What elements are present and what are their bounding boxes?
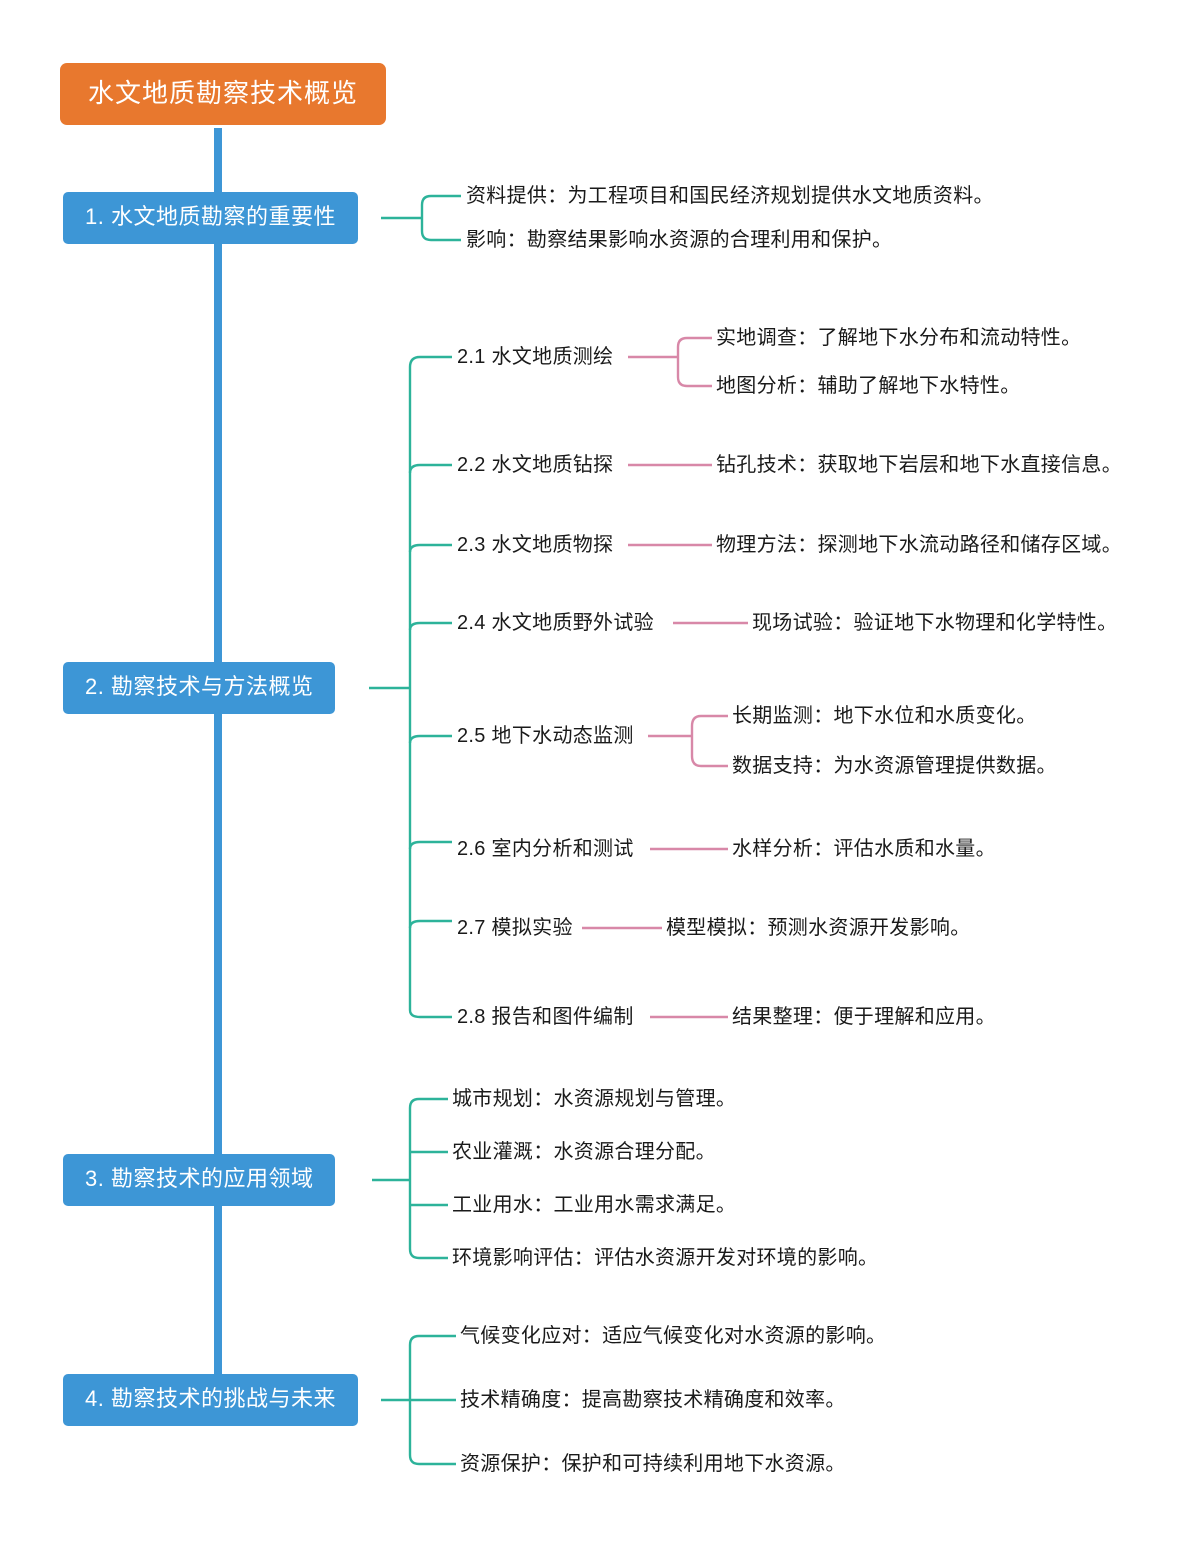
leaf-node-2-1-1[interactable]: 实地调查：了解地下水分布和流动特性。 [716,328,1081,348]
leaf-node-2-1-2-label: 地图分析：辅助了解地下水特性。 [716,375,1021,397]
leaf-node-2-5-1[interactable]: 长期监测：地下水位和水质变化。 [732,706,1037,726]
subnode-2-7-label: 2.7 模拟实验 [457,917,573,939]
subnode-2-8[interactable]: 2.8 报告和图件编制 [457,1007,634,1027]
leaf-node-2-5-2[interactable]: 数据支持：为水资源管理提供数据。 [732,756,1057,776]
leaf-node-2-4-1[interactable]: 现场试验：验证地下水物理和化学特性。 [752,613,1117,633]
leaf-node-2-8-1[interactable]: 结果整理：便于理解和应用。 [732,1007,996,1027]
subnode-2-4[interactable]: 2.4 水文地质野外试验 [457,613,654,633]
leaf-node-3-3[interactable]: 工业用水：工业用水需求满足。 [452,1195,736,1215]
leaf-node-2-8-1-label: 结果整理：便于理解和应用。 [732,1006,996,1028]
root-node[interactable]: 水文地质勘察技术概览 [60,63,387,125]
leaf-node-4-1-label: 气候变化应对：适应气候变化对水资源的影响。 [460,1325,887,1347]
subnode-2-6-label: 2.6 室内分析和测试 [457,838,634,860]
leaf-node-4-2-label: 技术精确度：提高勘察技术精确度和效率。 [460,1389,846,1411]
leaf-node-2-6-1[interactable]: 水样分析：评估水质和水量。 [732,839,996,859]
leaf-node-2-5-2-label: 数据支持：为水资源管理提供数据。 [732,755,1057,777]
leaf-node-2-4-1-label: 现场试验：验证地下水物理和化学特性。 [752,612,1118,634]
subnode-2-3[interactable]: 2.3 水文地质物探 [457,535,613,555]
leaf-node-3-2-label: 农业灌溉：水资源合理分配。 [452,1141,716,1163]
leaf-node-2-2-1[interactable]: 钻孔技术：获取地下岩层和地下水直接信息。 [716,455,1122,475]
leaf-node-2-7-1[interactable]: 模型模拟：预测水资源开发影响。 [666,918,971,938]
leaf-node-2-5-1-label: 长期监测：地下水位和水质变化。 [732,705,1037,727]
leaf-node-4-1[interactable]: 气候变化应对：适应气候变化对水资源的影响。 [460,1326,886,1346]
subnode-2-4-label: 2.4 水文地质野外试验 [457,612,654,634]
subnode-2-2[interactable]: 2.2 水文地质钻探 [457,455,613,475]
subnode-2-1[interactable]: 2.1 水文地质测绘 [457,347,613,367]
branch-node-3[interactable]: 3. 勘察技术的应用领域 [63,1154,336,1206]
leaf-node-1-2-label: 影响：勘察结果影响水资源的合理利用和保护。 [466,229,893,251]
branch-node-3-label: 3. 勘察技术的应用领域 [85,1166,314,1191]
branch-node-4[interactable]: 4. 勘察技术的挑战与未来 [63,1374,358,1426]
subnode-2-1-label: 2.1 水文地质测绘 [457,346,614,368]
branch-node-1[interactable]: 1. 水文地质勘察的重要性 [63,192,358,244]
leaf-node-3-4-label: 环境影响评估：评估水资源开发对环境的影响。 [452,1247,879,1269]
leaf-node-2-6-1-label: 水样分析：评估水质和水量。 [732,838,996,860]
subnode-2-2-label: 2.2 水文地质钻探 [457,454,614,476]
subnode-2-8-label: 2.8 报告和图件编制 [457,1006,634,1028]
subnode-2-3-label: 2.3 水文地质物探 [457,534,614,556]
leaf-node-3-1[interactable]: 城市规划：水资源规划与管理。 [452,1089,736,1109]
leaf-node-3-1-label: 城市规划：水资源规划与管理。 [452,1088,737,1110]
branch-node-2[interactable]: 2. 勘察技术与方法概览 [63,662,336,714]
subnode-2-6[interactable]: 2.6 室内分析和测试 [457,839,634,859]
leaf-node-3-2[interactable]: 农业灌溉：水资源合理分配。 [452,1142,716,1162]
leaf-node-2-1-2[interactable]: 地图分析：辅助了解地下水特性。 [716,376,1021,396]
subnode-2-5-label: 2.5 地下水动态监测 [457,725,634,747]
branch-node-2-label: 2. 勘察技术与方法概览 [85,674,314,699]
leaf-node-4-3-label: 资源保护：保护和可持续利用地下水资源。 [460,1453,846,1475]
leaf-node-1-2[interactable]: 影响：勘察结果影响水资源的合理利用和保护。 [466,230,892,250]
subnode-2-5[interactable]: 2.5 地下水动态监测 [457,726,634,746]
branch-node-4-label: 4. 勘察技术的挑战与未来 [85,1386,336,1411]
leaf-node-2-3-1-label: 物理方法：探测地下水流动路径和储存区域。 [716,534,1122,556]
leaf-node-4-3[interactable]: 资源保护：保护和可持续利用地下水资源。 [460,1454,846,1474]
branch-node-1-label: 1. 水文地质勘察的重要性 [85,204,336,229]
leaf-node-2-7-1-label: 模型模拟：预测水资源开发影响。 [666,917,971,939]
subnode-2-7[interactable]: 2.7 模拟实验 [457,918,573,938]
leaf-node-3-4[interactable]: 环境影响评估：评估水资源开发对环境的影响。 [452,1248,878,1268]
leaf-node-2-3-1[interactable]: 物理方法：探测地下水流动路径和储存区域。 [716,535,1122,555]
leaf-node-4-2[interactable]: 技术精确度：提高勘察技术精确度和效率。 [460,1390,846,1410]
root-node-label: 水文地质勘察技术概览 [88,78,359,108]
leaf-node-1-1-label: 资料提供：为工程项目和国民经济规划提供水文地质资料。 [466,185,994,207]
leaf-node-2-2-1-label: 钻孔技术：获取地下岩层和地下水直接信息。 [716,454,1122,476]
leaf-node-3-3-label: 工业用水：工业用水需求满足。 [452,1194,737,1216]
leaf-node-1-1[interactable]: 资料提供：为工程项目和国民经济规划提供水文地质资料。 [466,186,994,206]
leaf-node-2-1-1-label: 实地调查：了解地下水分布和流动特性。 [716,327,1082,349]
